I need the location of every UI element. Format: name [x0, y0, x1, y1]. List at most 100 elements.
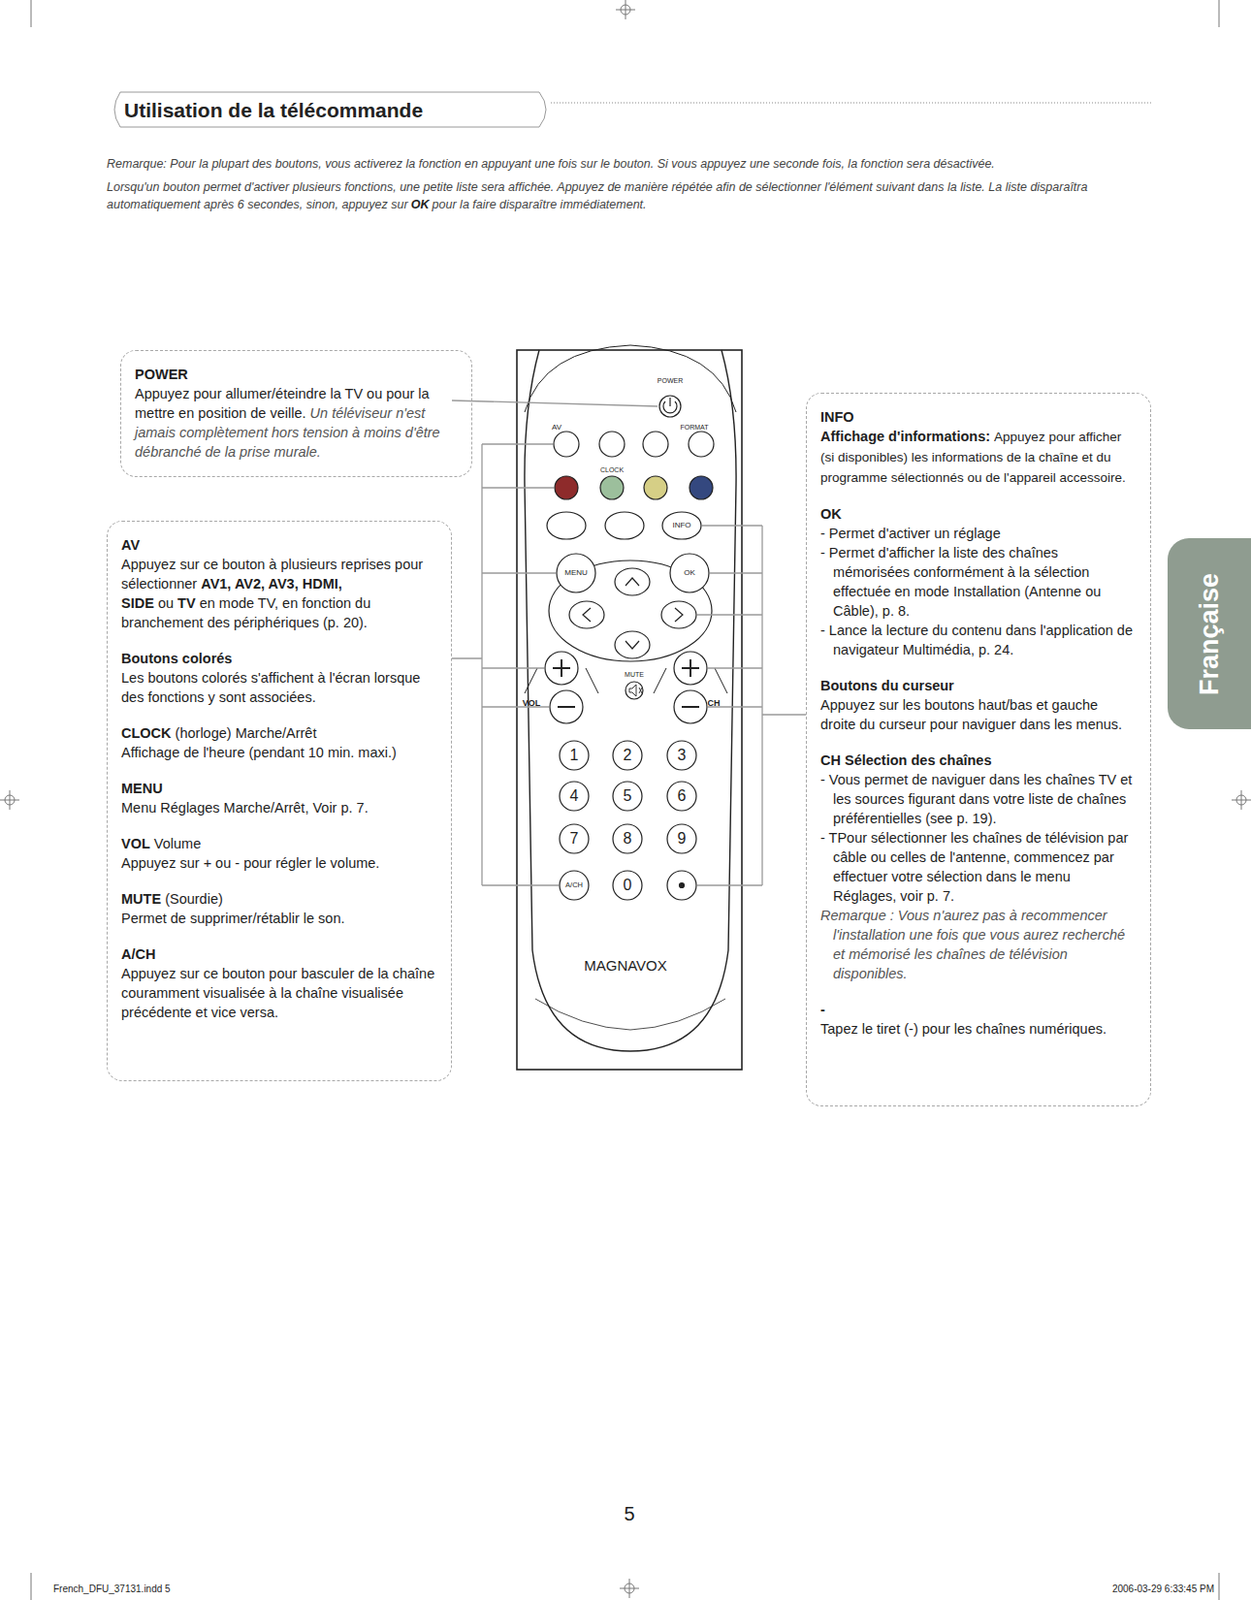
- leader-lines: [451, 444, 559, 886]
- callout-heading: Boutons colorés: [121, 650, 232, 667]
- button-label: OK: [683, 569, 696, 578]
- text-paragraph: POWER: [134, 364, 456, 385]
- leader-lines: [451, 400, 806, 886]
- remarks: Remarque: Pour la plupart des boutons, v…: [106, 155, 1159, 214]
- text-paragraph: Remarque : Vous n'aurez pas à recommence…: [820, 905, 1135, 984]
- callout-heading: OK: [820, 506, 842, 522]
- remark-text: pour la faire disparaître immédiatement.: [432, 197, 647, 212]
- callout-text: Tapez le tiret (-) pour les chaînes numé…: [820, 1021, 1107, 1037]
- remote-buttons: [629, 684, 642, 697]
- callout-text: Affichage de l'heure (pendant 10 min. ma…: [121, 744, 397, 761]
- callout-heading: VOL: [121, 835, 151, 852]
- digit-key: 5: [623, 787, 633, 805]
- crop-marks: [1231, 790, 1251, 810]
- remote-buttons: [556, 553, 596, 593]
- remote-buttons: [663, 397, 677, 414]
- text-paragraph: VOLVolume: [121, 834, 436, 854]
- callout-text: Appuyez sur les boutons haut/bas et gauc…: [820, 697, 1123, 733]
- remote-buttons: [625, 681, 643, 700]
- text-paragraph: Appuyez sur ce bouton pour basculer de l…: [121, 963, 436, 1023]
- text-paragraph: MUTE(Sourdie): [121, 889, 436, 909]
- text-paragraph: Boutons colorés: [121, 648, 436, 669]
- callout-text: - Permet d'afficher la liste des chaînes…: [820, 545, 1101, 619]
- remote-buttons: [679, 883, 685, 889]
- callout-heading: MENU: [121, 780, 163, 797]
- remote-buttons: [642, 431, 669, 457]
- digit-key: 1: [570, 746, 579, 765]
- remote-buttons: [605, 512, 644, 540]
- header-tab: [114, 92, 546, 128]
- digit-key: 8: [623, 830, 633, 848]
- tab-label: Française: [1194, 572, 1225, 695]
- remote-buttons: [643, 476, 668, 500]
- remote-buttons: [667, 824, 697, 854]
- text-paragraph: Tapez le tiret (-) pour les chaînes numé…: [820, 1019, 1135, 1039]
- text-paragraph: CH Sélection des chaînes: [820, 750, 1135, 770]
- button-label: FORMAT: [679, 423, 708, 432]
- callout-text: ou: [158, 595, 174, 611]
- crop-marks: [615, 0, 636, 20]
- page-number: 5: [623, 1503, 635, 1525]
- footer-text: French_DFU_37131.indd 5: [53, 1583, 171, 1595]
- button-label: POWER: [657, 377, 683, 385]
- remark-text: OK: [411, 197, 430, 212]
- callout-heading: MUTE: [121, 891, 161, 907]
- brand-name: MAGNAVOX: [583, 958, 668, 975]
- callout-box: POWERAppuyez pour allumer/éteindre la TV…: [120, 350, 473, 478]
- callout-heading: INFO: [820, 409, 855, 425]
- callout-text: Les boutons colorés s'affichent à l'écra…: [121, 670, 420, 706]
- button-label: A/CH: [565, 881, 583, 890]
- remote-body: [535, 998, 726, 1030]
- text-paragraph: -: [820, 999, 1135, 1020]
- remote-buttons: [524, 395, 728, 900]
- remote-body: [516, 345, 742, 1070]
- text-paragraph: CLOCK(horloge) Marche/Arrêt: [121, 723, 436, 743]
- text-paragraph: AV: [121, 535, 436, 555]
- text-paragraph: - Permet d'activer un réglage: [820, 523, 1135, 544]
- remote-buttons: [614, 631, 650, 659]
- callout-text: Menu Réglages Marche/Arrêt, Voir p. 7.: [121, 800, 369, 816]
- button-label: MENU: [564, 569, 588, 578]
- text-paragraph: INFO: [820, 407, 1135, 427]
- text-paragraph: Appuyez sur + ou - pour régler le volume…: [121, 853, 436, 873]
- remote-buttons: [612, 740, 642, 770]
- button-label: VOL: [522, 699, 542, 709]
- page-heading: Utilisation de la télécommande: [124, 98, 423, 123]
- remote-buttons: [559, 870, 589, 900]
- remote-buttons: [612, 781, 642, 811]
- button-label: AV: [551, 423, 562, 433]
- text-paragraph: Les boutons colorés s'affichent à l'écra…: [121, 668, 436, 707]
- callout-text: - Lance la lecture du contenu dans l'app…: [820, 622, 1133, 658]
- text-paragraph: Appuyez sur les boutons haut/bas et gauc…: [820, 695, 1135, 735]
- callout-heading: A/CH: [121, 946, 156, 963]
- text-paragraph: Affichage d'informations:Appuyez pour af…: [820, 426, 1135, 488]
- digit-key: 0: [623, 876, 633, 895]
- remote-buttons: [554, 476, 578, 500]
- callout-text: (Sourdie): [164, 891, 224, 907]
- remote-buttons: [559, 781, 589, 811]
- callout-heading: AV: [121, 537, 140, 553]
- remote-buttons: [689, 476, 713, 500]
- remote-buttons: [667, 740, 697, 770]
- remote-buttons: [569, 601, 605, 629]
- remote-buttons: [612, 870, 642, 900]
- remote-body: [524, 345, 737, 413]
- footer-text: 2006-03-29 6:33:45 PM: [1112, 1583, 1215, 1595]
- remote-buttons: [662, 512, 702, 540]
- remote-body: [516, 350, 742, 1070]
- remote-buttons: [582, 577, 683, 649]
- remote-buttons: [667, 870, 697, 900]
- callout-text: - TPour sélectionner les chaînes de télé…: [820, 830, 1128, 904]
- callout-heading: Affichage d'informations:: [820, 428, 991, 445]
- header-tab: [550, 102, 1154, 104]
- remark-text: Remarque: Pour la plupart des boutons, v…: [106, 155, 1159, 173]
- digit-key: 9: [677, 830, 687, 848]
- callout-text: Appuyez sur + ou - pour régler le volume…: [121, 855, 380, 871]
- callout-heading: CH Sélection des chaînes: [820, 752, 992, 769]
- language-tab: Française: [1167, 538, 1251, 730]
- remote-buttons: [612, 824, 642, 854]
- text-paragraph: OK: [820, 504, 1135, 524]
- text-paragraph: - Permet d'afficher la liste des chaînes…: [820, 543, 1135, 621]
